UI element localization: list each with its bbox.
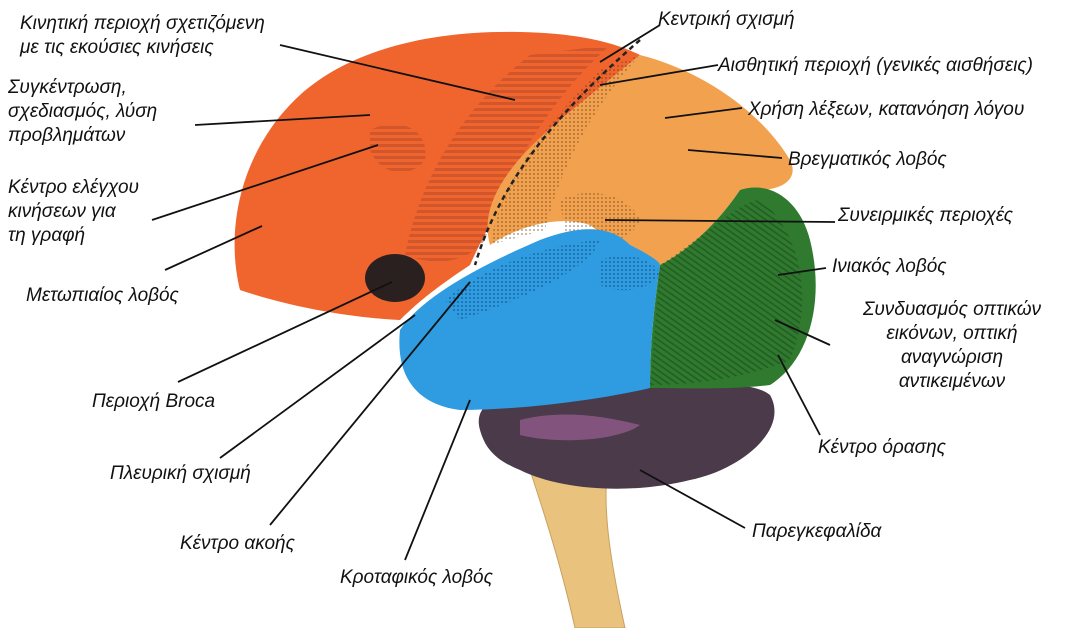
visual-association-line-3: αναγνώριση (900, 347, 1004, 368)
leader-temporal (404, 399, 471, 561)
writing-area (370, 124, 426, 173)
cerebellum (478, 384, 775, 489)
concentration-line-3: προβλημάτων (8, 125, 126, 146)
leader-visual (774, 319, 831, 346)
label-motor-area: Κινητική περιοχή σχετιζόμενη με τις εκού… (20, 12, 265, 60)
leader-hearing (269, 281, 471, 526)
label-association-areas: Συνειρμικές περιοχές (838, 205, 1013, 226)
hearing-area (445, 240, 600, 320)
label-frontal-lobe: Μετωπιαίος λοβός (26, 285, 179, 306)
label-sensory-area: Αισθητική περιοχή (γενικές αισθήσεις) (718, 55, 1033, 76)
motor-strip (405, 45, 610, 262)
concentration-line-1: Συγκέντρωση, (8, 77, 127, 98)
writing-center-line-1: Κέντρο ελέγχου (8, 177, 139, 198)
leader-central (599, 24, 661, 63)
leader-sensory (599, 64, 719, 86)
leader-motor (279, 44, 516, 101)
leader-word (664, 107, 743, 119)
label-lateral-sulcus: Πλευρική σχισμή (110, 463, 251, 484)
motor-area-line-2: με τις εκούσιες κινήσεις (20, 37, 214, 58)
central-sulcus-line (473, 39, 641, 266)
label-cerebellum: Παρεγκεφαλίδα (752, 521, 882, 542)
label-word-use: Χρήση λέξεων, κατανόηση λόγου (748, 99, 1025, 120)
leader-lateral (219, 314, 416, 459)
leader-writing (151, 144, 379, 221)
leader-association (604, 219, 836, 223)
visual-association-line-1: Συνδυασμός οπτικών (862, 299, 1042, 320)
label-central-sulcus: Κεντρική σχισμή (658, 9, 795, 30)
concentration-line-2: σχεδιασμός, λύση (8, 101, 158, 122)
label-temporal-lobe: Κροταφικός λοβός (340, 567, 493, 588)
leader-parietal (687, 149, 783, 159)
leader-occipital (777, 267, 827, 276)
occipital-hatch (650, 200, 803, 385)
leader-cerebellum (639, 469, 746, 529)
broca-area (365, 254, 425, 302)
temporal-lobe (399, 229, 660, 410)
label-parietal-lobe: Βρεγματικός λοβός (788, 149, 947, 170)
label-visual-association: Συνδυασμός οπτικών εικόνων, οπτική αναγν… (832, 298, 1072, 394)
leader-broca (177, 281, 393, 383)
label-occipital-lobe: Ινιακός λοβός (832, 256, 947, 277)
leader-frontal (164, 225, 263, 271)
visual-association-line-2: εικόνων, οπτική (886, 323, 1018, 344)
leader-vision (777, 354, 821, 436)
cerebellum-highlight (520, 414, 640, 441)
visual-association-line-4: αντικειμένων (898, 371, 1006, 392)
label-vision-center: Κέντρο όρασης (818, 437, 946, 458)
leader-lines (151, 24, 836, 561)
label-hearing-center: Κέντρο ακοής (180, 533, 295, 554)
sensory-strip (490, 55, 640, 245)
label-concentration: Συγκέντρωση, σχεδιασμός, λύση προβλημάτω… (8, 76, 157, 148)
label-writing-center: Κέντρο ελέγχου κινήσεων για τη γραφή (8, 176, 139, 248)
writing-center-line-2: κινήσεων για (8, 201, 116, 222)
label-broca: Περιοχή Broca (92, 391, 216, 412)
leader-concentration (194, 114, 371, 126)
writing-center-line-3: τη γραφή (8, 225, 86, 246)
temporal-dots (600, 255, 660, 291)
motor-area-line-1: Κινητική περιοχή σχετιζόμενη (20, 13, 265, 34)
